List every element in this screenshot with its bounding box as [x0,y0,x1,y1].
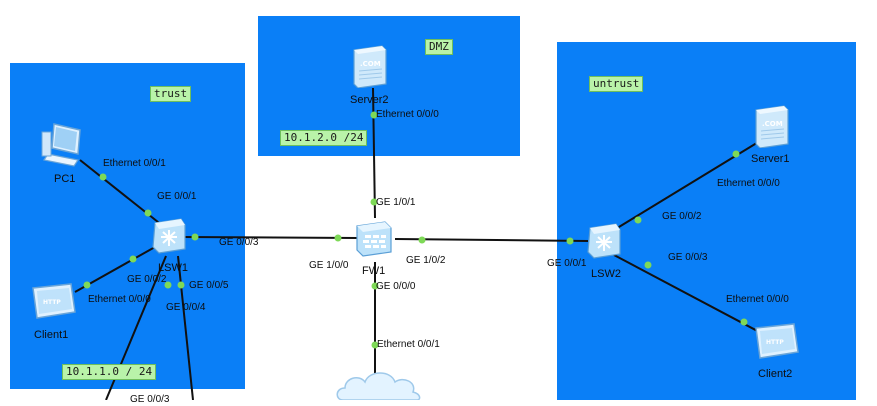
client-icon-text: HTTP [766,339,784,346]
zone-untrust [557,42,856,400]
port-label: GE 0/0/5 [189,280,229,291]
port-label: GE 0/0/2 [662,211,702,222]
port-label: GE 0/0/3 [668,252,708,263]
port-label: GE 1/0/0 [309,260,349,271]
port-dot [83,281,91,289]
link-fw1-server2 [372,87,376,219]
device-label-server1: Server1 [751,153,790,165]
port-label: GE 1/0/1 [376,197,416,208]
pc-icon[interactable] [40,120,88,168]
port-label: Ethernet 0/0/1 [377,339,440,350]
port-dot [418,236,426,244]
port-label: GE 0/0/3 [130,394,170,405]
client-icon-text: HTTP [43,299,61,306]
port-label: GE 0/0/1 [157,191,197,202]
port-dot [371,282,379,290]
subnet-label-dmz: 10.1.2.0 /24 [280,130,368,146]
port-dot [370,111,378,119]
port-dot [334,234,342,242]
zone-label-dmz: DMZ [425,39,453,55]
port-label: GE 0/0/0 [376,281,416,292]
port-label: Ethernet 0/0/1 [103,158,166,169]
port-dot [99,173,107,181]
zone-trust [10,63,245,389]
device-label-client2: Client2 [758,368,793,380]
port-label: GE 1/0/2 [406,255,446,266]
port-label: Ethernet 0/0/0 [88,294,151,305]
device-label-client1: Client1 [34,329,69,341]
port-label: GE 0/0/3 [219,237,259,248]
firewall-icon[interactable] [353,218,395,260]
port-dot [144,209,152,217]
device-label-pc1: PC1 [54,173,76,185]
server-icon[interactable]: .COM [352,44,388,88]
port-dot [177,281,185,289]
link-lsw1-down-right [177,255,194,400]
zone-label-trust: trust [150,86,192,102]
port-dot [191,233,199,241]
device-label-fw1: FW1 [362,265,386,277]
link-fw1-lsw2 [394,238,589,242]
switch-icon[interactable] [151,217,187,255]
port-label: Ethernet 0/0/0 [717,178,780,189]
port-dot [129,255,137,263]
switch-icon[interactable] [586,222,622,260]
server-icon-text: .COM [360,60,381,68]
zone-label-untrust: untrust [589,76,644,92]
port-label: GE 0/0/2 [127,274,167,285]
client-icon[interactable]: HTTP [29,282,77,324]
port-dot [644,261,652,269]
subnet-label-trust: 10.1.1.0 / 24 [62,364,157,380]
device-label-lsw2: LSW2 [591,268,621,280]
client-icon[interactable]: HTTP [752,322,800,364]
link-lsw1-fw1 [182,236,359,239]
port-label: GE 0/0/4 [166,302,206,313]
server-icon[interactable]: .COM [754,104,790,148]
port-dot [634,216,642,224]
cloud-icon[interactable] [333,368,423,400]
port-dot [370,198,378,206]
server-icon-text: .COM [762,120,783,128]
port-dot [566,237,574,245]
port-dot [164,281,172,289]
port-dot [740,318,748,326]
port-label: Ethernet 0/0/0 [726,294,789,305]
port-label: Ethernet 0/0/0 [376,109,439,120]
link-lsw2-client2 [613,254,766,336]
port-dot [732,150,740,158]
device-label-server2: Server2 [350,94,389,106]
port-label: GE 0/0/1 [547,258,587,269]
device-label-lsw1: LSW1 [158,262,188,274]
port-dot [371,341,379,349]
